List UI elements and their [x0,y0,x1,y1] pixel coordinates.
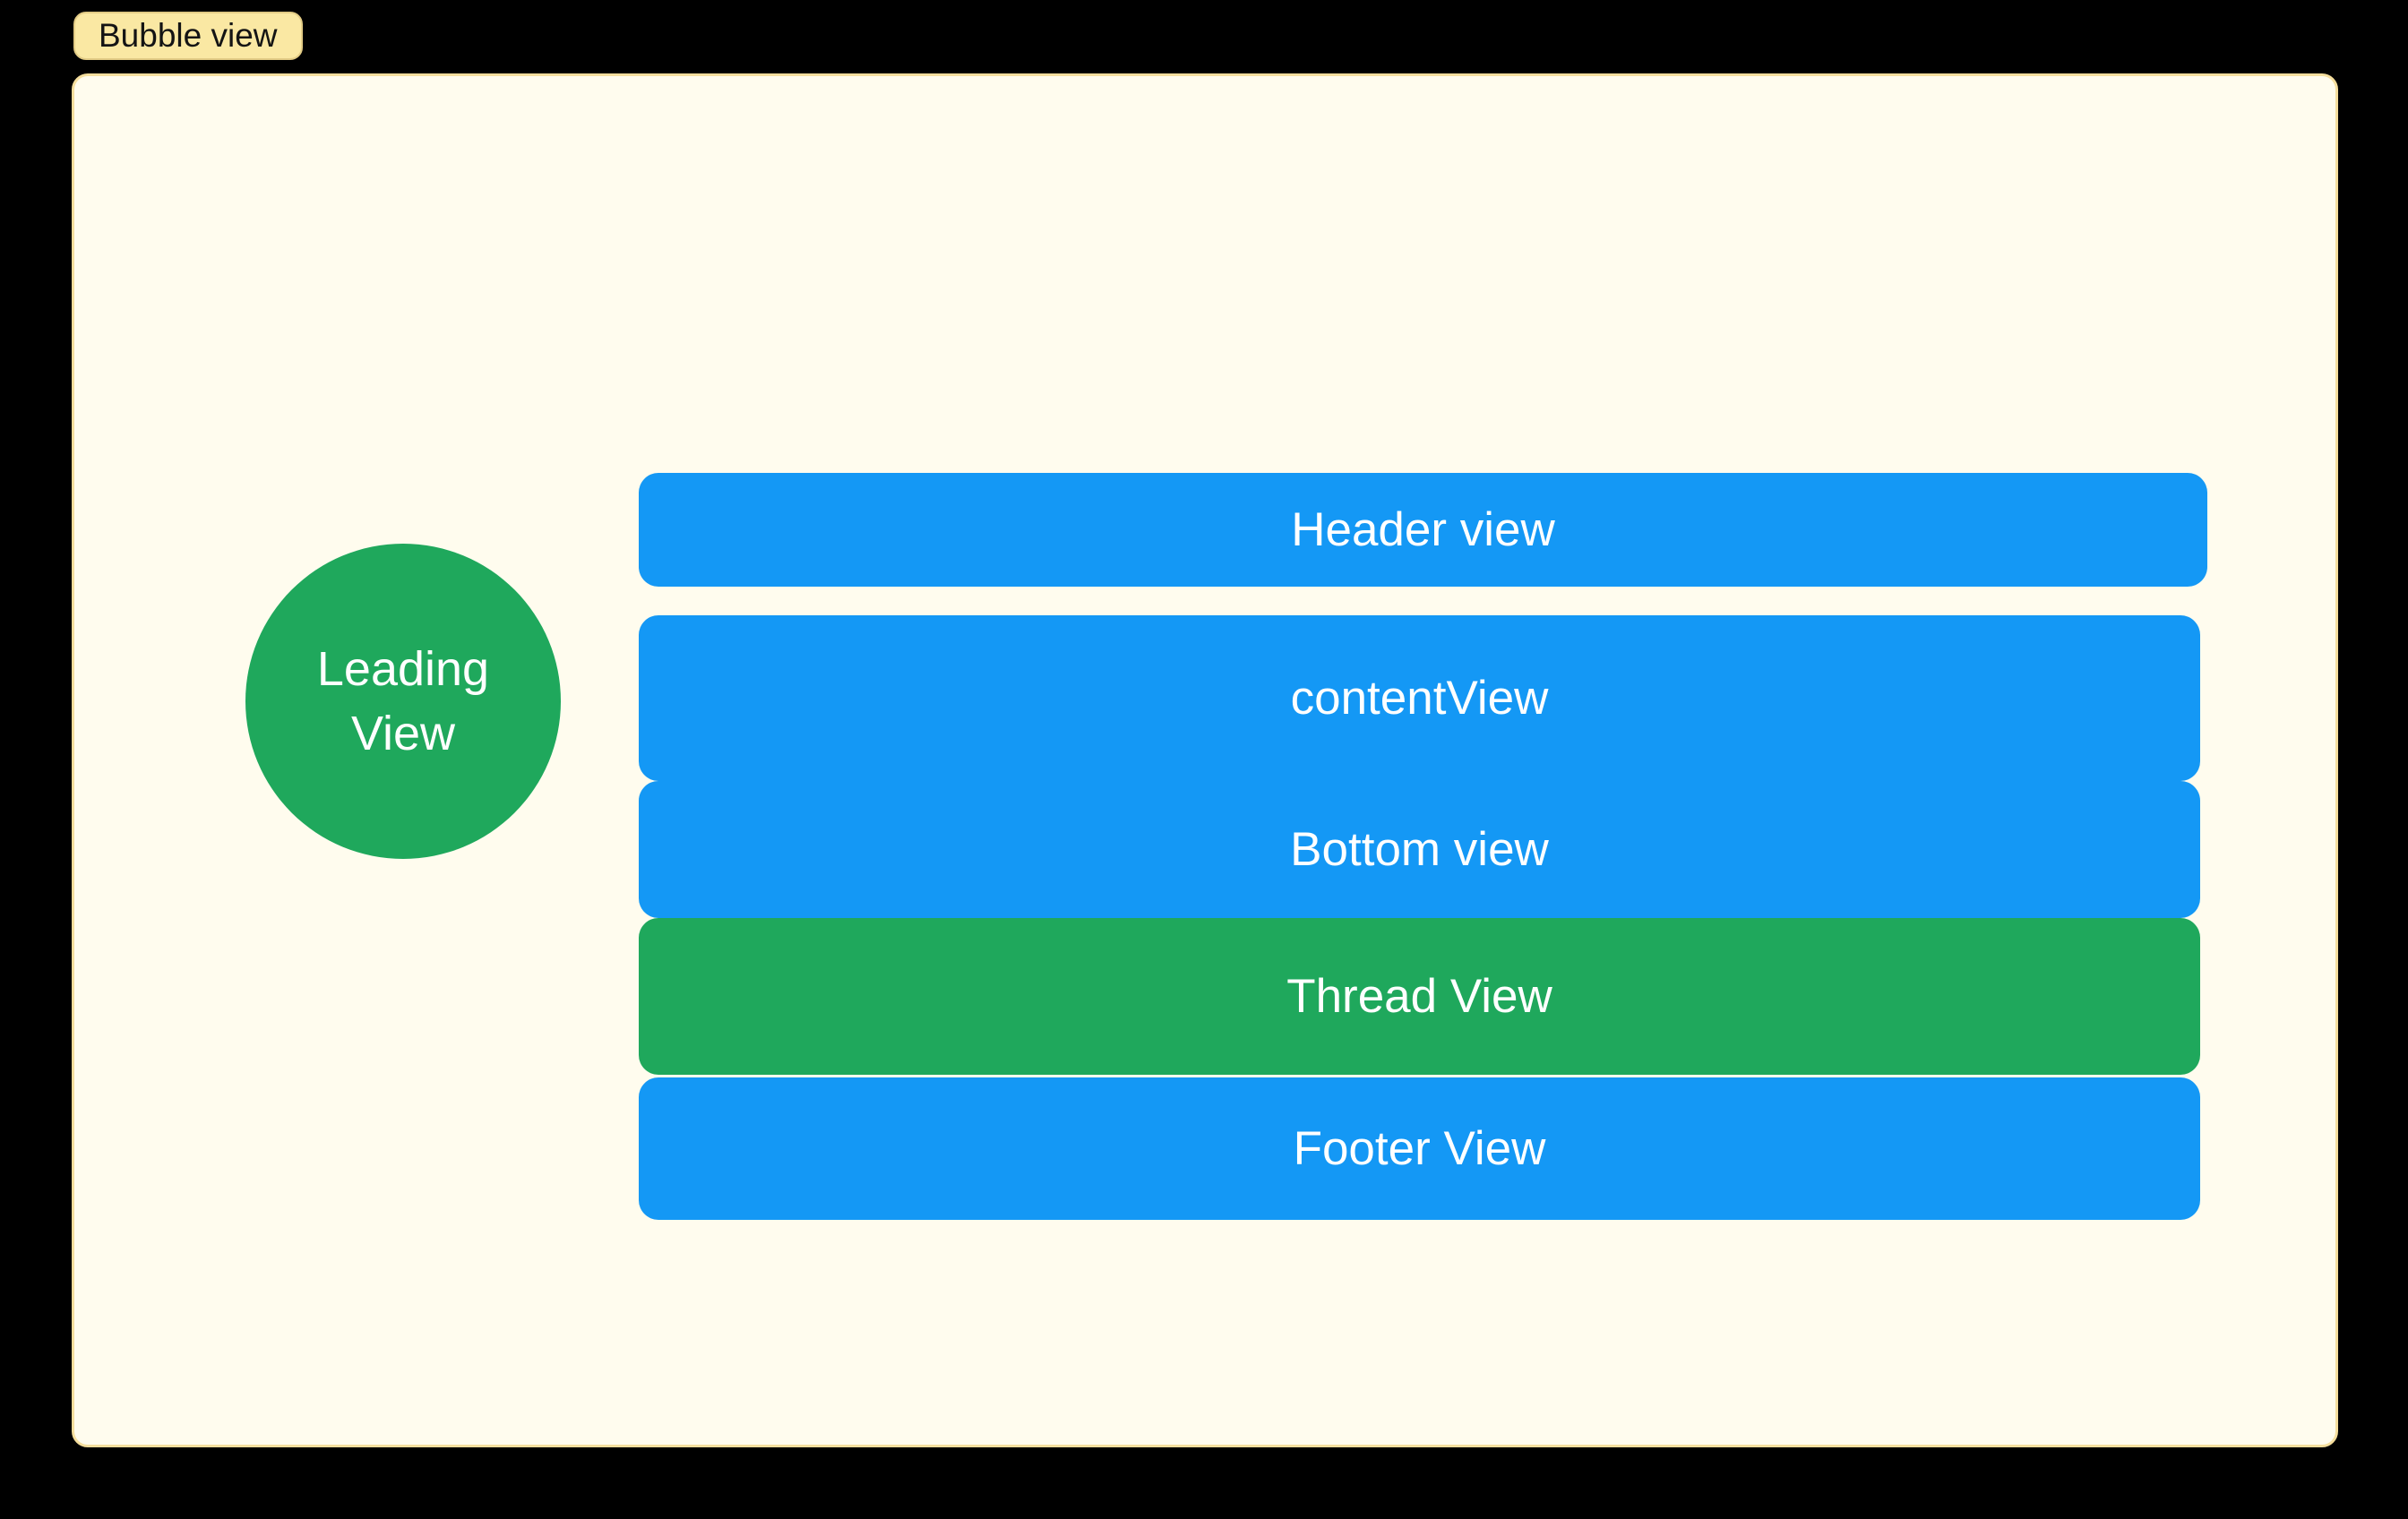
thread-view-label: Thread View [1286,970,1552,1023]
leading-view-label-line1: Leading [316,642,490,696]
leading-view-circle: Leading View [245,544,561,859]
content-view-bar: contentView [639,615,2200,781]
footer-view-bar: Footer View [639,1077,2200,1220]
content-view-label: contentView [1290,672,1549,725]
bubble-view-badge-label: Bubble view [99,17,278,54]
header-view-bar: Header view [639,473,2207,587]
bubble-view-badge: Bubble view [73,12,303,60]
leading-view-label-line2: View [350,707,456,760]
bottom-view-label: Bottom view [1290,823,1549,876]
header-view-label: Header view [1291,503,1555,556]
footer-view-label: Footer View [1293,1122,1546,1175]
thread-view-bar: Thread View [639,918,2200,1075]
bottom-view-bar: Bottom view [639,781,2200,918]
